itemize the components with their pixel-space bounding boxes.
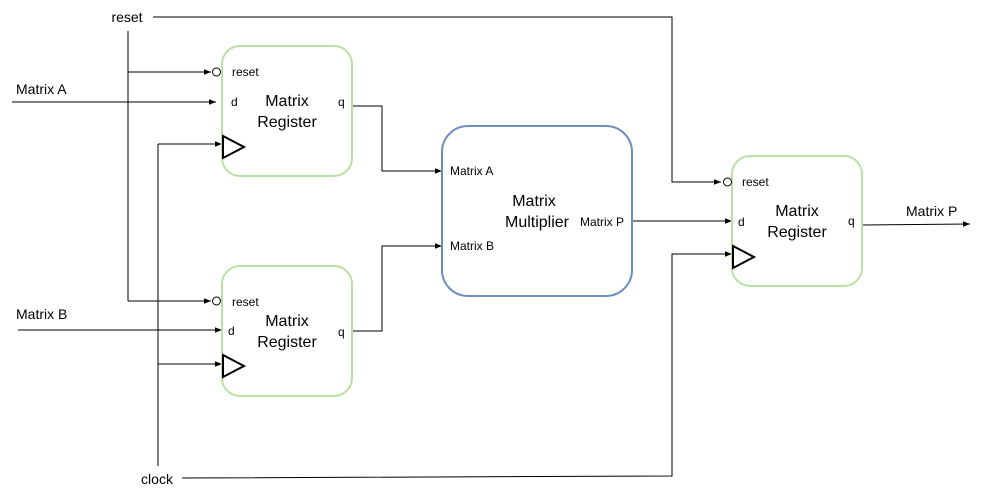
register-b-d-port-label: d xyxy=(228,324,235,338)
register-p-d-port-label: d xyxy=(738,215,745,229)
matrix-a-input-label: Matrix A xyxy=(16,81,67,97)
register-b-title-line1: Matrix xyxy=(265,313,309,330)
register-p-box xyxy=(731,155,863,287)
register-b[interactable]: reset d q Matrix Register xyxy=(212,265,353,397)
register-a-to-multiplier-wire xyxy=(352,105,442,174)
multiplier-title-line2: Multiplier xyxy=(505,214,570,231)
multiplier-title-line1: Matrix xyxy=(512,193,556,210)
register-b-reset-bubble xyxy=(212,296,221,306)
register-b-box xyxy=(221,265,353,397)
multiplier-port-b-label: Matrix B xyxy=(450,239,494,253)
register-b-reset-port-label: reset xyxy=(232,295,259,309)
register-a-reset-bubble xyxy=(212,67,221,77)
register-a-d-port-label: d xyxy=(231,95,238,109)
register-b-q-port-label: q xyxy=(338,325,345,339)
reset-input-label: reset xyxy=(111,9,142,25)
multiplier-port-p-label: Matrix P xyxy=(580,215,624,229)
clock-input-label: clock xyxy=(141,471,174,487)
register-p-title-line1: Matrix xyxy=(775,203,819,220)
wires xyxy=(12,16,971,479)
matrix-p-output-label: Matrix P xyxy=(906,203,957,219)
register-p-reset-port-label: reset xyxy=(742,175,769,189)
register-a-title-line2: Register xyxy=(257,114,317,131)
multiplier[interactable]: Matrix A Matrix B Matrix P Matrix Multip… xyxy=(441,125,633,297)
register-a[interactable]: reset d q Matrix Register xyxy=(212,45,353,177)
clock-wire-to-register-p xyxy=(181,251,732,479)
reset-wire-to-register-p xyxy=(153,16,721,185)
signal-labels: reset clock Matrix A Matrix B Matrix P xyxy=(16,9,957,487)
register-p-title-line2: Register xyxy=(767,224,827,241)
register-a-clock-triangle xyxy=(222,134,247,160)
register-b-to-multiplier-wire xyxy=(352,243,442,332)
register-a-box xyxy=(221,45,353,177)
register-p[interactable]: reset d q Matrix Register xyxy=(723,155,863,287)
register-a-title-line1: Matrix xyxy=(265,93,309,110)
register-b-clock-triangle xyxy=(222,353,247,379)
matrix-p-output-wire xyxy=(861,221,971,227)
register-a-q-port-label: q xyxy=(338,95,345,109)
register-p-reset-bubble xyxy=(723,177,732,187)
register-p-clock-triangle xyxy=(732,244,757,270)
multiplier-box xyxy=(441,125,633,297)
multiplier-port-a-label: Matrix A xyxy=(450,164,493,178)
register-a-reset-port-label: reset xyxy=(232,65,259,79)
matrix-b-input-label: Matrix B xyxy=(16,306,67,322)
register-b-title-line2: Register xyxy=(257,334,317,351)
register-p-q-port-label: q xyxy=(848,214,855,228)
